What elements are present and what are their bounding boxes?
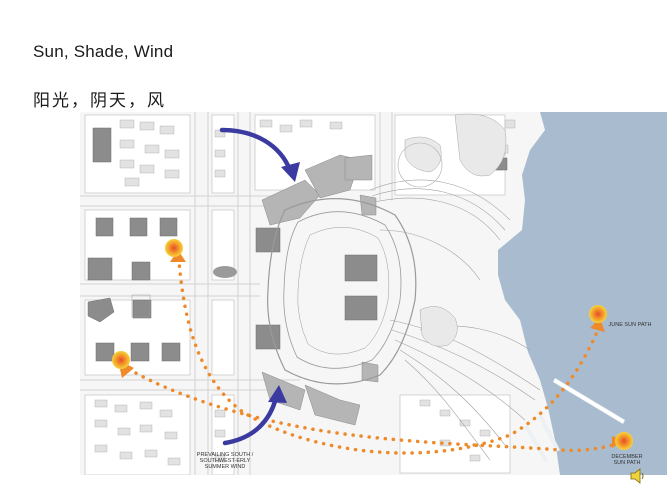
wind-arrow-icon (268, 385, 287, 403)
speaker-icon[interactable] (629, 467, 647, 485)
prevailing-wind-label: PREVAILING SOUTH / SOUTHWEST-ERLY SUMMER… (196, 452, 254, 470)
sun-icon (615, 432, 633, 450)
wind-arrow-icon (222, 395, 279, 446)
sun-icon (165, 239, 183, 257)
title-chinese: 阳光，阴天，风 (33, 91, 166, 111)
rail-lines (369, 179, 541, 461)
massing-buildings (261, 154, 379, 426)
december-sun-path-label: DECEMBER SUN PATH (611, 454, 643, 466)
sun-icon (589, 305, 607, 323)
pier (552, 377, 626, 425)
wind-arrow-icon (219, 127, 293, 173)
residential-houses (94, 119, 516, 466)
street-grid (80, 112, 393, 475)
stadium-ring (267, 198, 417, 385)
dark-buildings (87, 127, 508, 362)
water-body (498, 112, 667, 475)
june-sun-path-label: JUNE SUN PATH (608, 322, 652, 328)
wind-arrow-icon (281, 162, 300, 182)
map-base (80, 112, 667, 475)
sun-icon (112, 351, 130, 369)
december-sun-path (120, 363, 625, 453)
june-sun-path (176, 248, 600, 455)
park-areas (404, 113, 507, 347)
roundabout-feature (213, 266, 237, 278)
title-english: Sun, Shade, Wind (33, 42, 174, 61)
